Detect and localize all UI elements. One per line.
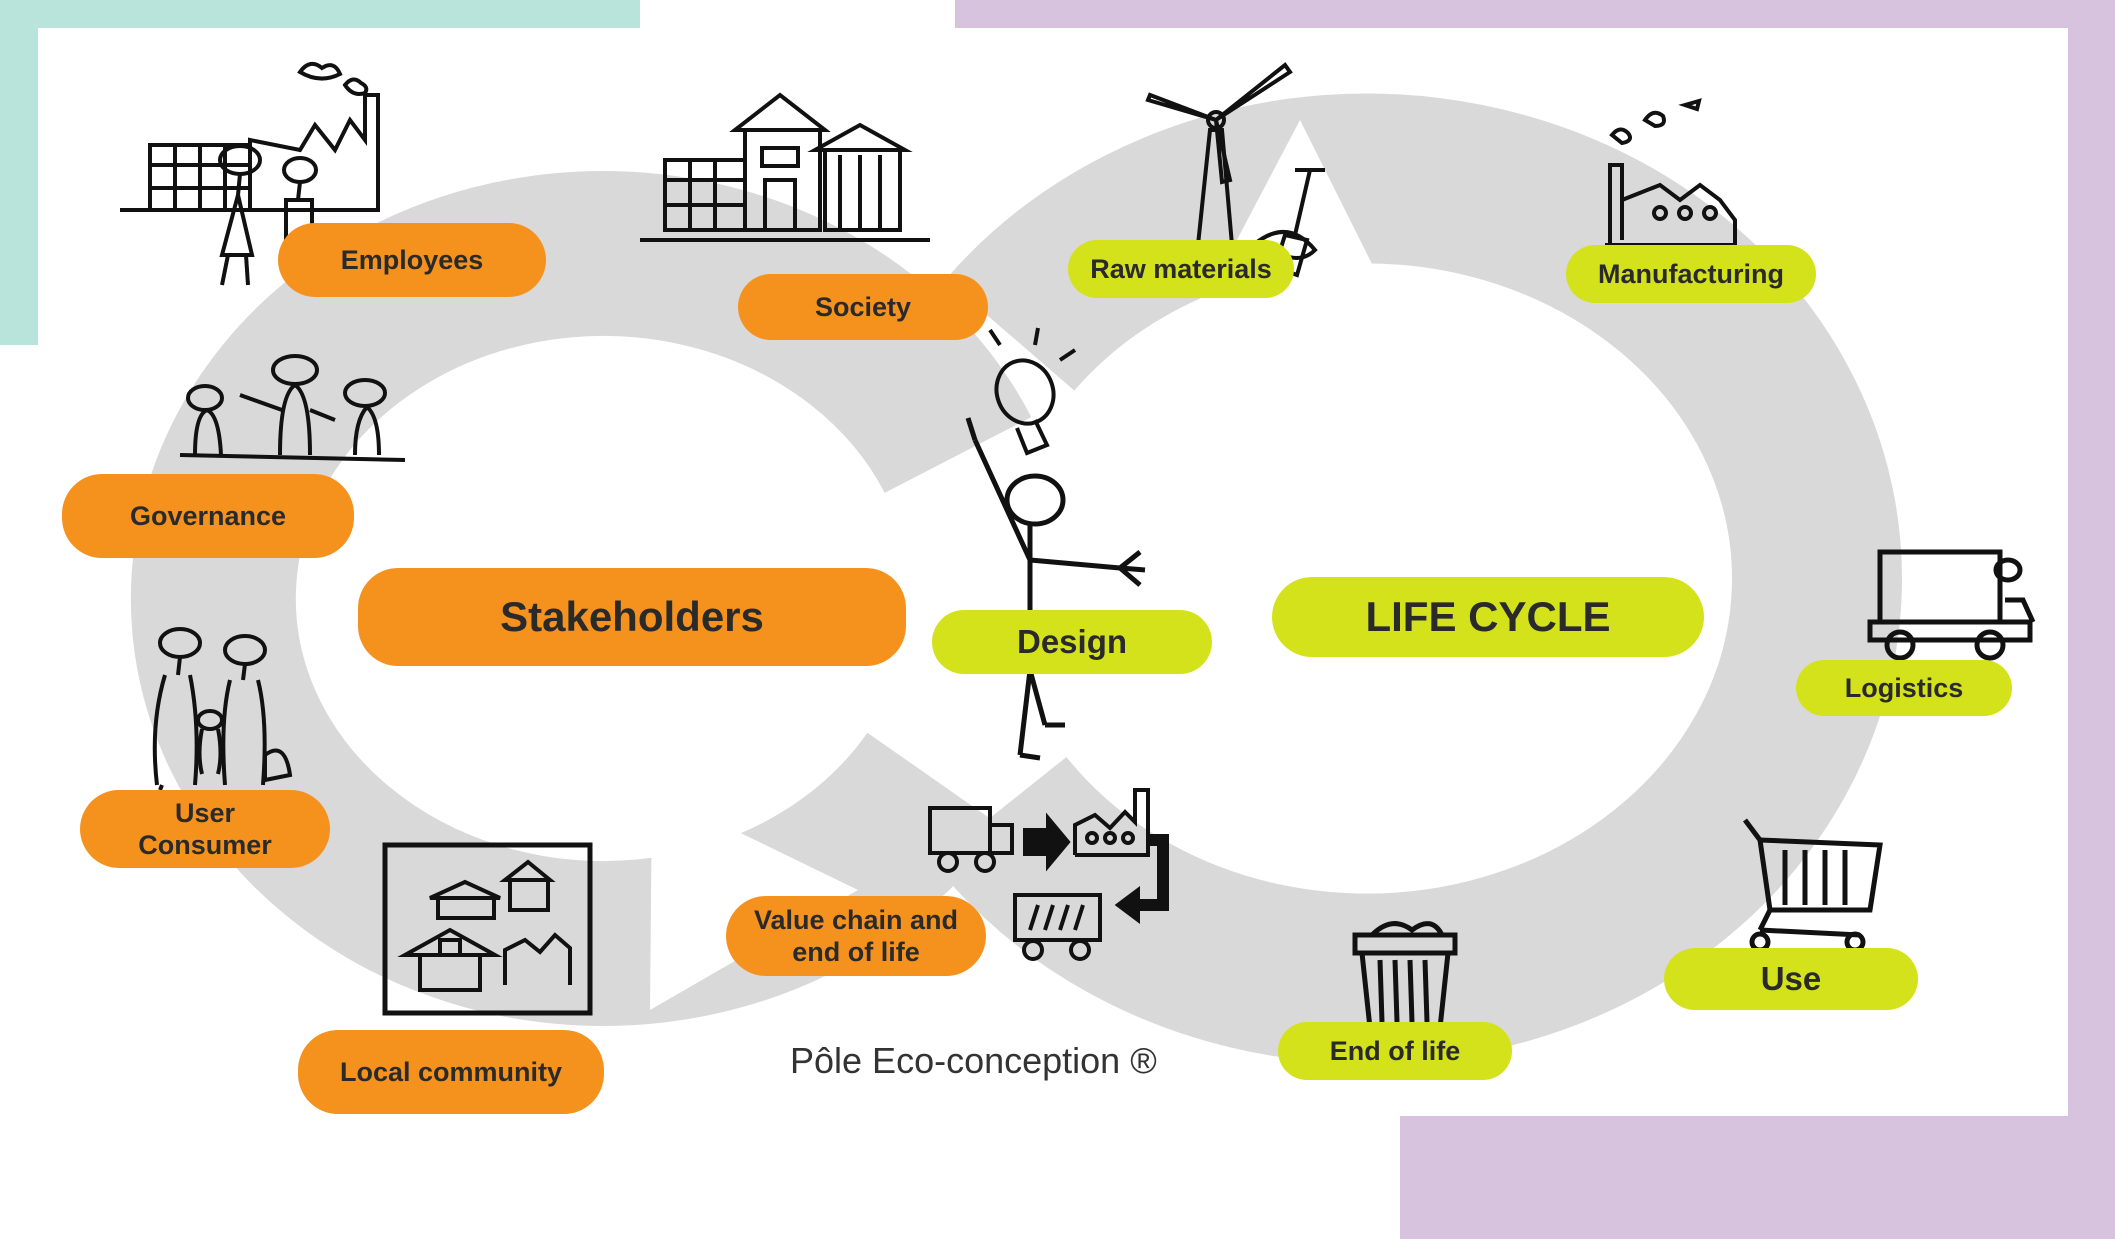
purple-background-bottom xyxy=(1400,1115,2115,1239)
recycling-flow-icon xyxy=(928,788,1169,961)
credit-text: Pôle Eco-conception ® xyxy=(790,1040,1157,1081)
society-node-label: Society xyxy=(814,291,912,322)
local-community-node-label: Local community xyxy=(339,1056,563,1087)
user-consumer-label-line1: User xyxy=(174,797,236,828)
design-node: Design xyxy=(932,610,1212,674)
shopping-cart-icon xyxy=(1743,818,1883,953)
society-node: Society xyxy=(738,274,988,340)
factory-icon xyxy=(120,61,380,212)
governance-node: Governance xyxy=(62,474,354,558)
family-icon xyxy=(152,627,293,791)
raw-materials-node: Raw materials xyxy=(1068,240,1294,298)
end-of-life-node-label: End of life xyxy=(1329,1035,1461,1066)
stakeholders-hub-label: Stakeholders xyxy=(500,592,764,640)
local-community-node: Local community xyxy=(298,1030,604,1114)
value-chain-label-line1: Value chain and xyxy=(753,904,959,935)
design-node-label: Design xyxy=(1016,623,1128,661)
user-consumer-label-line2: Consumer xyxy=(138,830,272,860)
governance-node-label: Governance xyxy=(129,500,287,531)
manufacturing-factory-icon xyxy=(1605,98,1737,247)
end-of-life-node: End of life xyxy=(1278,1022,1512,1080)
houses-icon xyxy=(382,842,593,1016)
manufacturing-node-label: Manufacturing xyxy=(1598,258,1784,289)
manufacturing-node: Manufacturing xyxy=(1566,245,1816,303)
logistics-node-label: Logistics xyxy=(1844,672,1964,703)
purple-background-right xyxy=(2068,0,2115,1239)
life-cycle-hub-label: LIFE CYCLE xyxy=(1365,592,1611,640)
employees-node-label: Employees xyxy=(340,244,484,275)
value-chain-label-line2: end of life xyxy=(792,937,920,967)
life-cycle-hub: LIFE CYCLE xyxy=(1272,577,1704,657)
value-chain-node: Value chain and end of life xyxy=(726,896,986,976)
stakeholders-hub: Stakeholders xyxy=(358,568,906,666)
user-consumer-node: User Consumer xyxy=(80,790,330,868)
use-node: Use xyxy=(1664,948,1918,1010)
raw-materials-node-label: Raw materials xyxy=(1090,253,1272,284)
employees-node: Employees xyxy=(278,223,546,297)
stick-figure-icon xyxy=(965,417,1146,761)
truck-icon xyxy=(1867,549,2036,661)
use-node-label: Use xyxy=(1760,960,1822,998)
governance-people-icon xyxy=(179,354,406,462)
building-icon xyxy=(640,92,930,242)
lightbulb-icon xyxy=(988,327,1077,456)
logistics-node: Logistics xyxy=(1796,660,2012,716)
